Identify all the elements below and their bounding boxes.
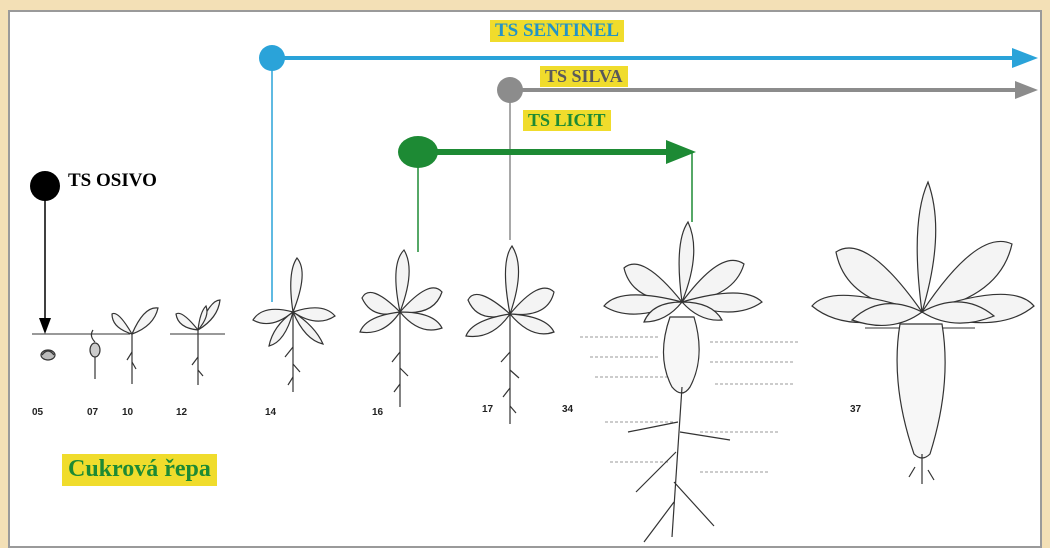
osivo-start-dot (30, 171, 60, 201)
licit-label: TS LICIT (523, 110, 611, 131)
stage-label-10: 10 (122, 407, 133, 418)
stage-label-14: 14 (265, 407, 276, 418)
licit-timeline (398, 136, 696, 252)
stage-label-07: 07 (87, 407, 98, 418)
sentinel-arrowhead (1012, 48, 1038, 68)
plant-stage-16-illustration (360, 250, 442, 407)
osivo-timeline (30, 171, 60, 334)
plant-stage-07-illustration (90, 330, 100, 379)
stage-label-16: 16 (372, 407, 383, 418)
stage-label-34: 34 (562, 404, 573, 415)
osivo-arrowhead (39, 318, 51, 334)
soil-lines (32, 328, 975, 334)
plant-stage-14-illustration (253, 258, 335, 392)
sentinel-start-dot (259, 45, 285, 71)
osivo-label: TS OSIVO (68, 170, 157, 192)
silva-start-dot (497, 77, 523, 103)
sentinel-label: TS SENTINEL (490, 20, 624, 42)
plant-stage-12-illustration (176, 300, 220, 385)
diagram-panel: TS SENTINEL TS SILVA TS LICIT TS OSIVO C… (8, 10, 1042, 548)
stage-label-17: 17 (482, 404, 493, 415)
plant-stage-37-illustration (812, 182, 1034, 484)
silva-timeline (497, 77, 1038, 240)
licit-start-dot (398, 136, 438, 168)
crop-title: Cukrová řepa (62, 454, 217, 486)
silva-arrowhead (1015, 81, 1038, 99)
plant-stage-34-illustration (580, 222, 800, 542)
plant-stage-17-illustration (466, 246, 554, 424)
stage-label-37: 37 (850, 404, 861, 415)
plant-stage-05-illustration (41, 350, 55, 360)
silva-label: TS SILVA (540, 66, 628, 87)
stage-label-12: 12 (176, 407, 187, 418)
plant-stage-10-illustration (112, 308, 158, 384)
stage-label-05: 05 (32, 407, 43, 418)
